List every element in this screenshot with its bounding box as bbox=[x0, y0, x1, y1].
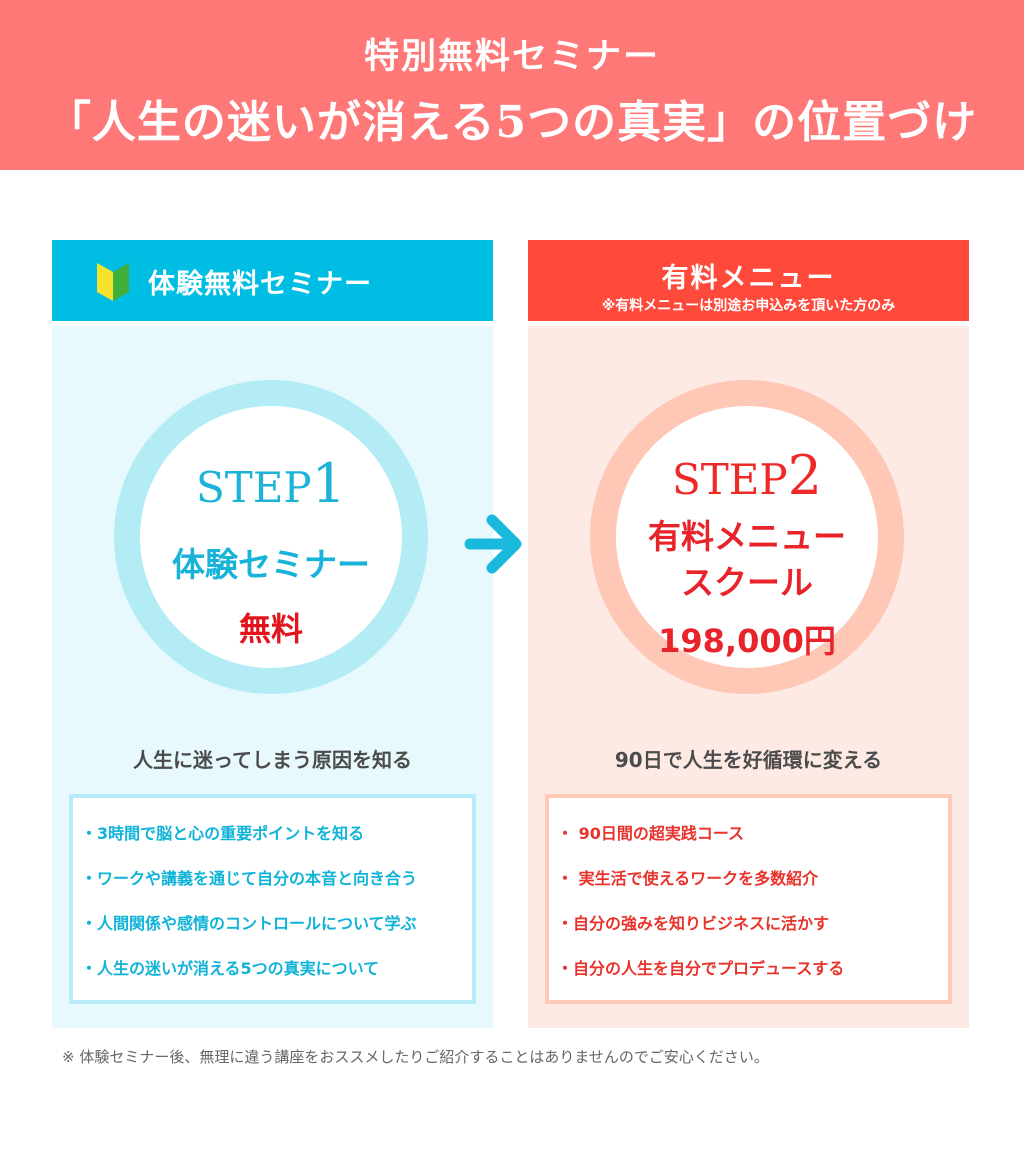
step-word: STEP bbox=[195, 463, 312, 512]
list-item: ・人間関係や感情のコントロールについて学ぶ bbox=[81, 914, 417, 933]
step1-title: 体験セミナー bbox=[172, 545, 370, 584]
paid-menu-title: 有料メニュー bbox=[661, 263, 836, 294]
list-item: ・自分の人生を自分でプロデュースする bbox=[557, 959, 845, 978]
step2-price: 198,000円 bbox=[658, 622, 836, 660]
free-seminar-title: 体験無料セミナー bbox=[148, 269, 372, 300]
list-item: ・ 実生活で使えるワークを多数紹介 bbox=[557, 869, 819, 888]
step2-feature-list: ・ 90日間の超実践コース ・ 実生活で使えるワークを多数紹介 ・自分の強みを知… bbox=[545, 794, 952, 1004]
beginner-mark-icon bbox=[97, 263, 129, 301]
step2-tagline: 90日で人生を好循環に変える bbox=[614, 748, 883, 772]
footnote: ※ 体験セミナー後、無理に違う講座をおススメしたりご紹介することはありませんので… bbox=[62, 1048, 769, 1066]
paid-menu-header: 有料メニュー ※有料メニューは別途お申込みを頂いた方のみ bbox=[528, 240, 969, 321]
header-divider bbox=[528, 321, 969, 326]
step2-title: 有料メニュー スクール bbox=[616, 514, 878, 606]
step1-label: STEP1 bbox=[140, 452, 402, 515]
header-divider bbox=[52, 321, 493, 326]
step2-title-line1: 有料メニュー bbox=[648, 517, 846, 556]
step2-circle: STEP2 有料メニュー スクール 198,000円 bbox=[590, 380, 904, 694]
title-banner: 特別無料セミナー 「人生の迷いが消える5つの真実」の位置づけ bbox=[0, 0, 1024, 170]
list-item: ・自分の強みを知りビジネスに活かす bbox=[557, 914, 830, 933]
banner-subtitle: 特別無料セミナー bbox=[363, 36, 660, 77]
list-item: ・ 90日間の超実践コース bbox=[557, 824, 745, 843]
step-number: 2 bbox=[787, 444, 823, 507]
list-item: ・3時間で脳と心の重要ポイントを知る bbox=[81, 824, 365, 843]
step2-label: STEP2 bbox=[616, 444, 878, 507]
paid-menu-panel: 有料メニュー ※有料メニューは別途お申込みを頂いた方のみ STEP2 有料メニュ… bbox=[528, 240, 969, 1028]
step-number: 1 bbox=[311, 452, 347, 515]
step1-tagline: 人生に迷ってしまう原因を知る bbox=[133, 748, 412, 772]
free-seminar-panel: 体験無料セミナー STEP1 体験セミナー 無料 人生に迷ってしまう原因を知る … bbox=[52, 240, 493, 1028]
step-word: STEP bbox=[671, 455, 788, 504]
banner-title: 「人生の迷いが消える5つの真実」の位置づけ bbox=[46, 97, 978, 148]
step1-price: 無料 bbox=[238, 610, 303, 648]
list-item: ・人生の迷いが消える5つの真実について bbox=[81, 959, 380, 978]
list-item: ・ワークや講義を通じて自分の本音と向き合う bbox=[81, 869, 418, 888]
free-seminar-header: 体験無料セミナー bbox=[52, 240, 493, 321]
arrow-right-icon bbox=[464, 514, 522, 574]
paid-menu-note: ※有料メニューは別途お申込みを頂いた方のみ bbox=[601, 298, 896, 314]
step2-title-line2: スクール bbox=[681, 563, 813, 602]
step1-feature-list: ・3時間で脳と心の重要ポイントを知る ・ワークや講義を通じて自分の本音と向き合う… bbox=[69, 794, 476, 1004]
step1-circle: STEP1 体験セミナー 無料 bbox=[114, 380, 428, 694]
